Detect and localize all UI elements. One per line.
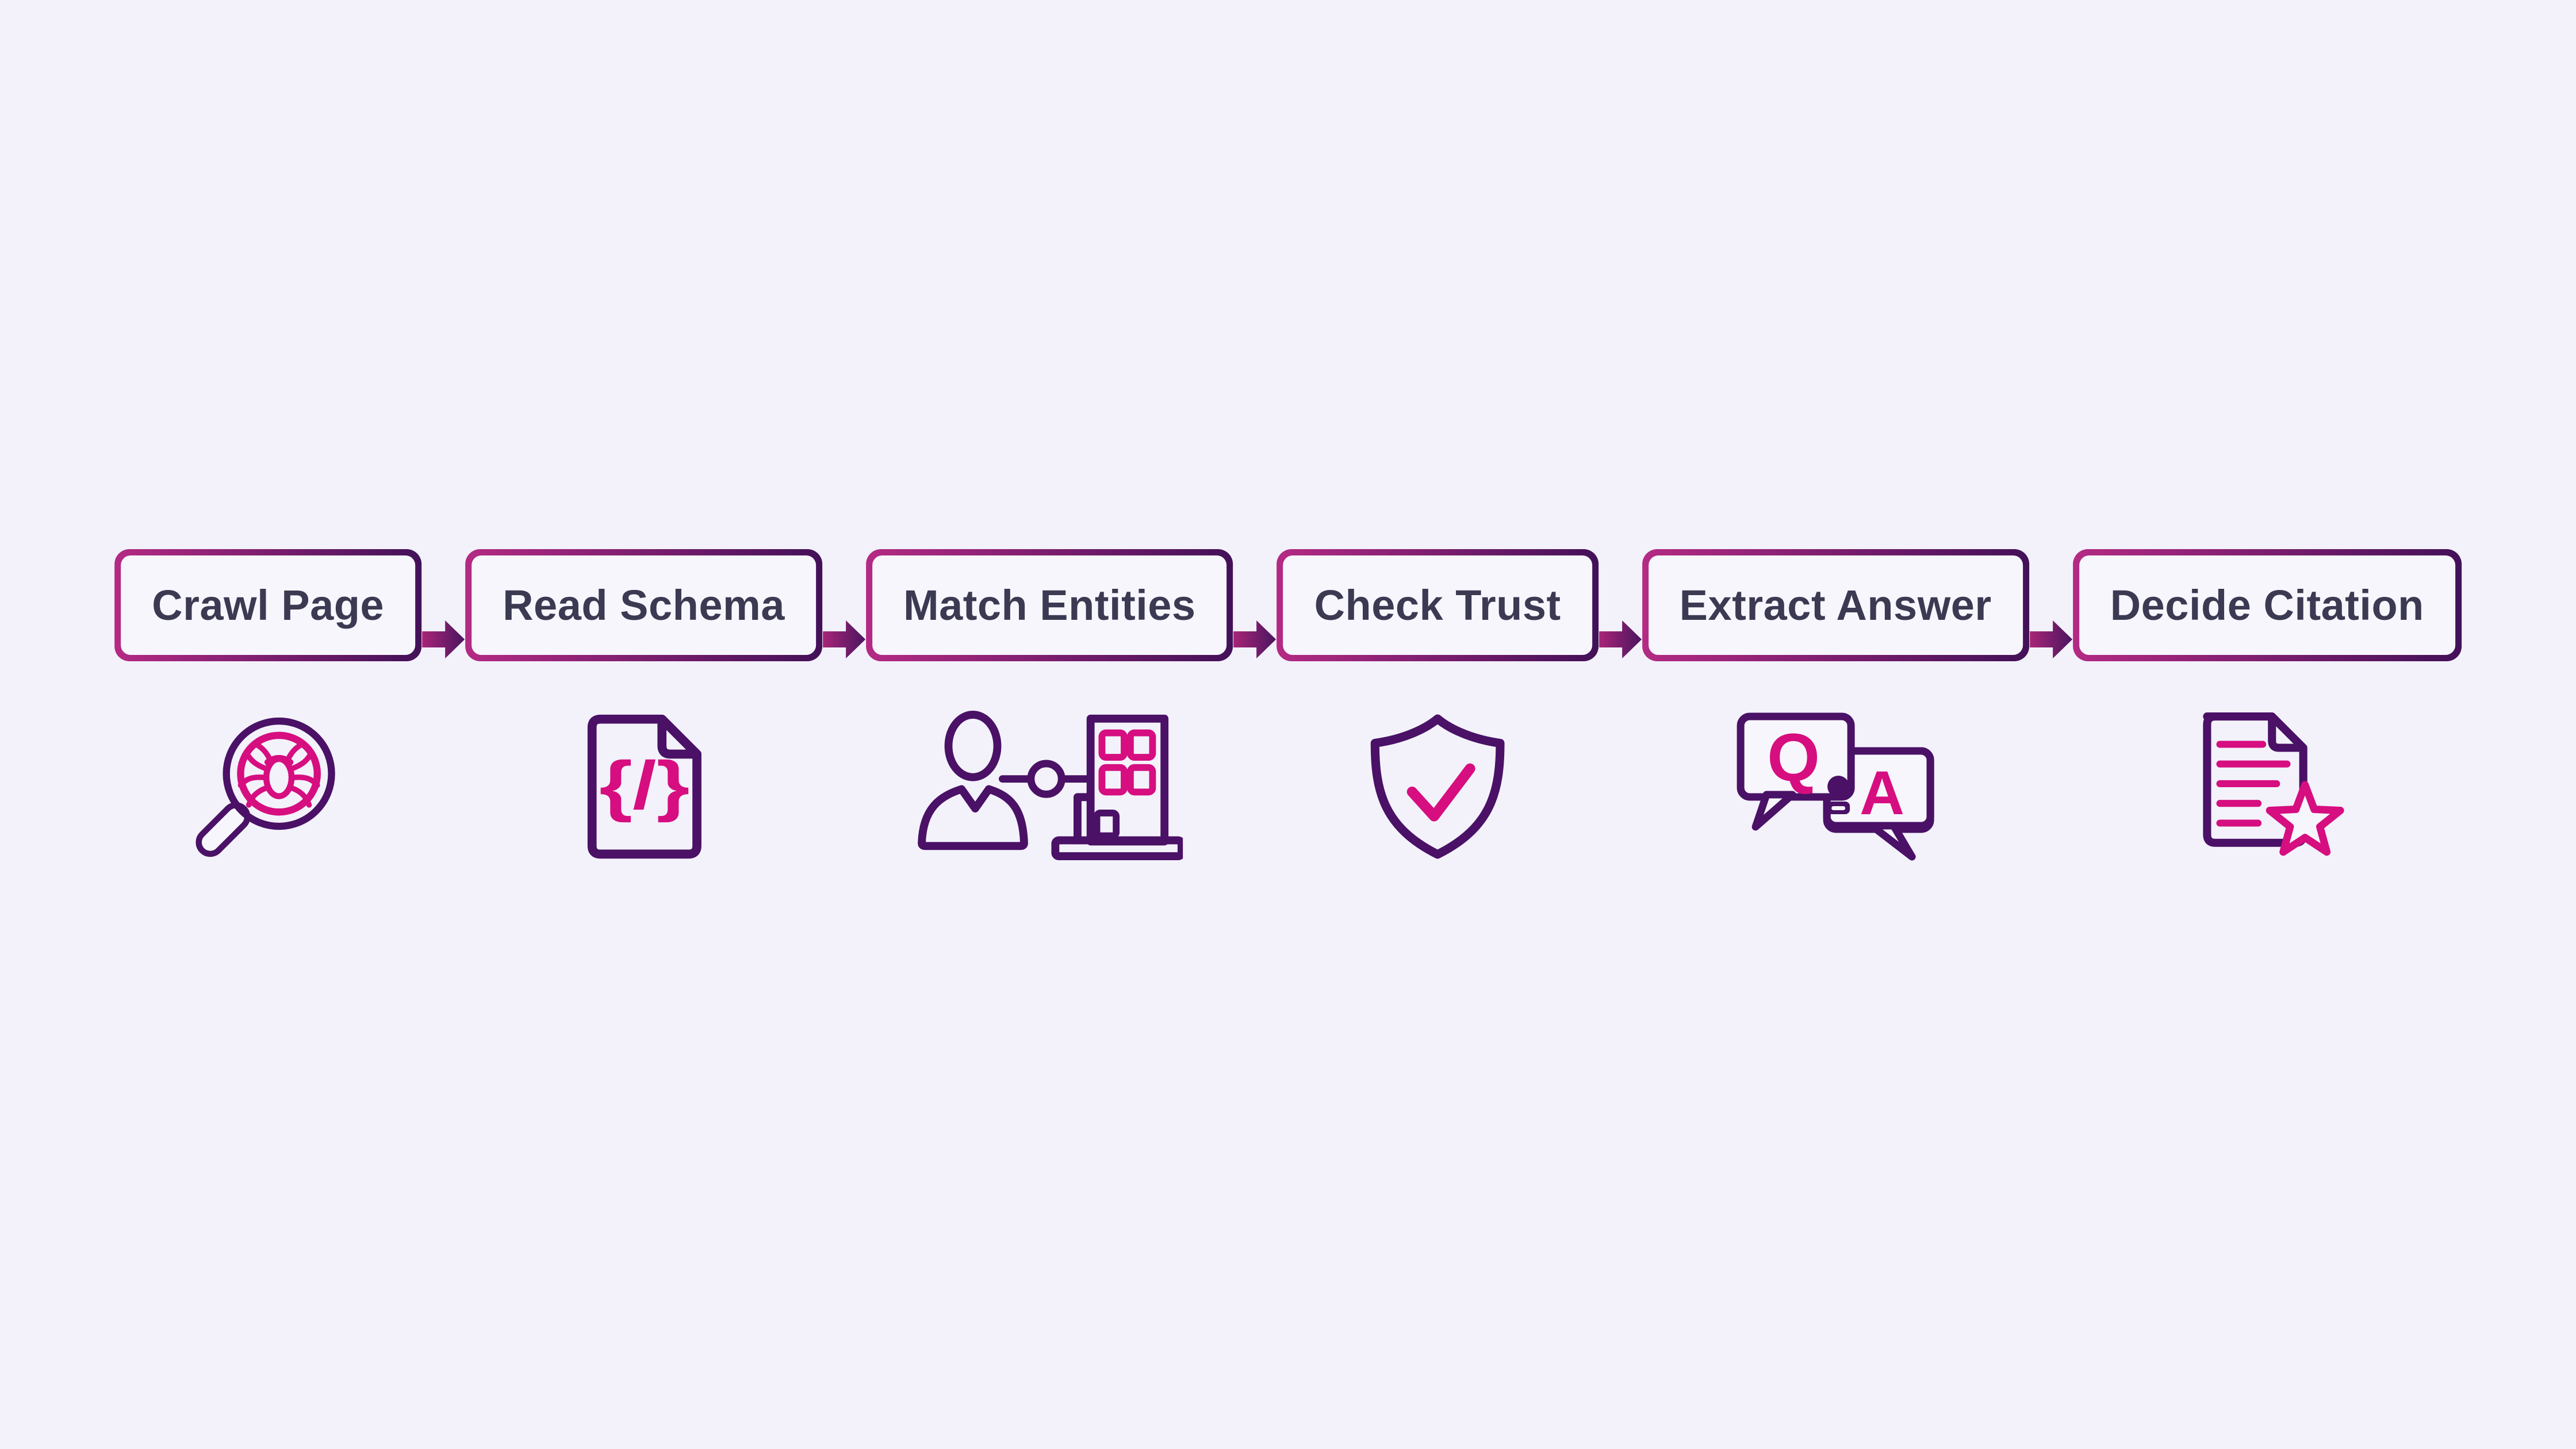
step-box: Extract Answer	[1642, 549, 2029, 661]
step-box-row: Match Entities	[865, 549, 1277, 661]
step-icon-wrap	[2073, 711, 2462, 861]
step-label: Check Trust	[1314, 581, 1561, 629]
shield-check-icon	[1370, 714, 1505, 859]
step-label: Decide Citation	[2110, 581, 2424, 629]
step-box-inner: Decide Citation	[2079, 555, 2455, 655]
step-box-row: Decide Citation	[2072, 549, 2462, 661]
step-box-row: Check Trust	[1276, 549, 1642, 661]
step-icon-wrap: Q A	[1642, 711, 2029, 861]
step-box-inner: Crawl Page	[121, 555, 416, 655]
step-box: Decide Citation	[2072, 549, 2462, 661]
doc-star-icon	[2202, 712, 2344, 856]
flow-arrow-icon	[822, 620, 865, 658]
flow-step-check-trust: Check Trust	[1276, 549, 1642, 861]
flow-arrow-icon	[1233, 620, 1276, 658]
step-label: Read Schema	[503, 581, 785, 629]
step-icon-wrap	[866, 711, 1233, 861]
flow-arrow-icon	[1598, 620, 1642, 658]
step-box-inner: Match Entities	[872, 555, 1227, 655]
flow-step-decide-citation: Decide Citation	[2072, 549, 2462, 861]
flow-step-match-entities: Match Entities	[865, 549, 1277, 861]
step-box: Check Trust	[1276, 549, 1598, 661]
step-icon-wrap: {/}	[465, 711, 822, 861]
step-box-row: Extract Answer	[1642, 549, 2073, 661]
step-box-inner: Read Schema	[471, 555, 816, 655]
step-label: Crawl Page	[152, 581, 385, 629]
code-glyph: {/}	[599, 747, 689, 823]
step-label: Extract Answer	[1679, 581, 1992, 629]
step-box-row: Read Schema	[465, 549, 866, 661]
step-box-inner: Extract Answer	[1648, 555, 2023, 655]
person-glyph	[1827, 776, 1850, 798]
pipeline-flow: Crawl Page	[114, 549, 2462, 861]
answer-glyph: A	[1860, 758, 1904, 827]
step-icon-wrap	[114, 711, 421, 861]
step-box-row: Crawl Page	[114, 549, 465, 661]
flow-step-extract-answer: Extract Answer Q A	[1642, 549, 2073, 861]
flow-arrow-icon	[422, 620, 465, 658]
step-box-inner: Check Trust	[1283, 555, 1592, 655]
qa-bubbles-icon: Q A	[1736, 712, 1934, 861]
step-box: Match Entities	[865, 549, 1233, 661]
step-icon-wrap	[1277, 711, 1598, 861]
step-box: Crawl Page	[114, 549, 422, 661]
step-box: Read Schema	[465, 549, 822, 661]
code-file-icon: {/}	[588, 714, 702, 859]
person-building-icon	[917, 711, 1183, 861]
flow-step-crawl-page: Crawl Page	[114, 549, 465, 861]
step-label: Match Entities	[903, 581, 1196, 629]
flow-step-read-schema: Read Schema {/}	[465, 549, 866, 861]
flow-arrow-icon	[2029, 620, 2072, 658]
bug-search-icon	[195, 717, 335, 857]
question-glyph: Q	[1767, 720, 1820, 796]
